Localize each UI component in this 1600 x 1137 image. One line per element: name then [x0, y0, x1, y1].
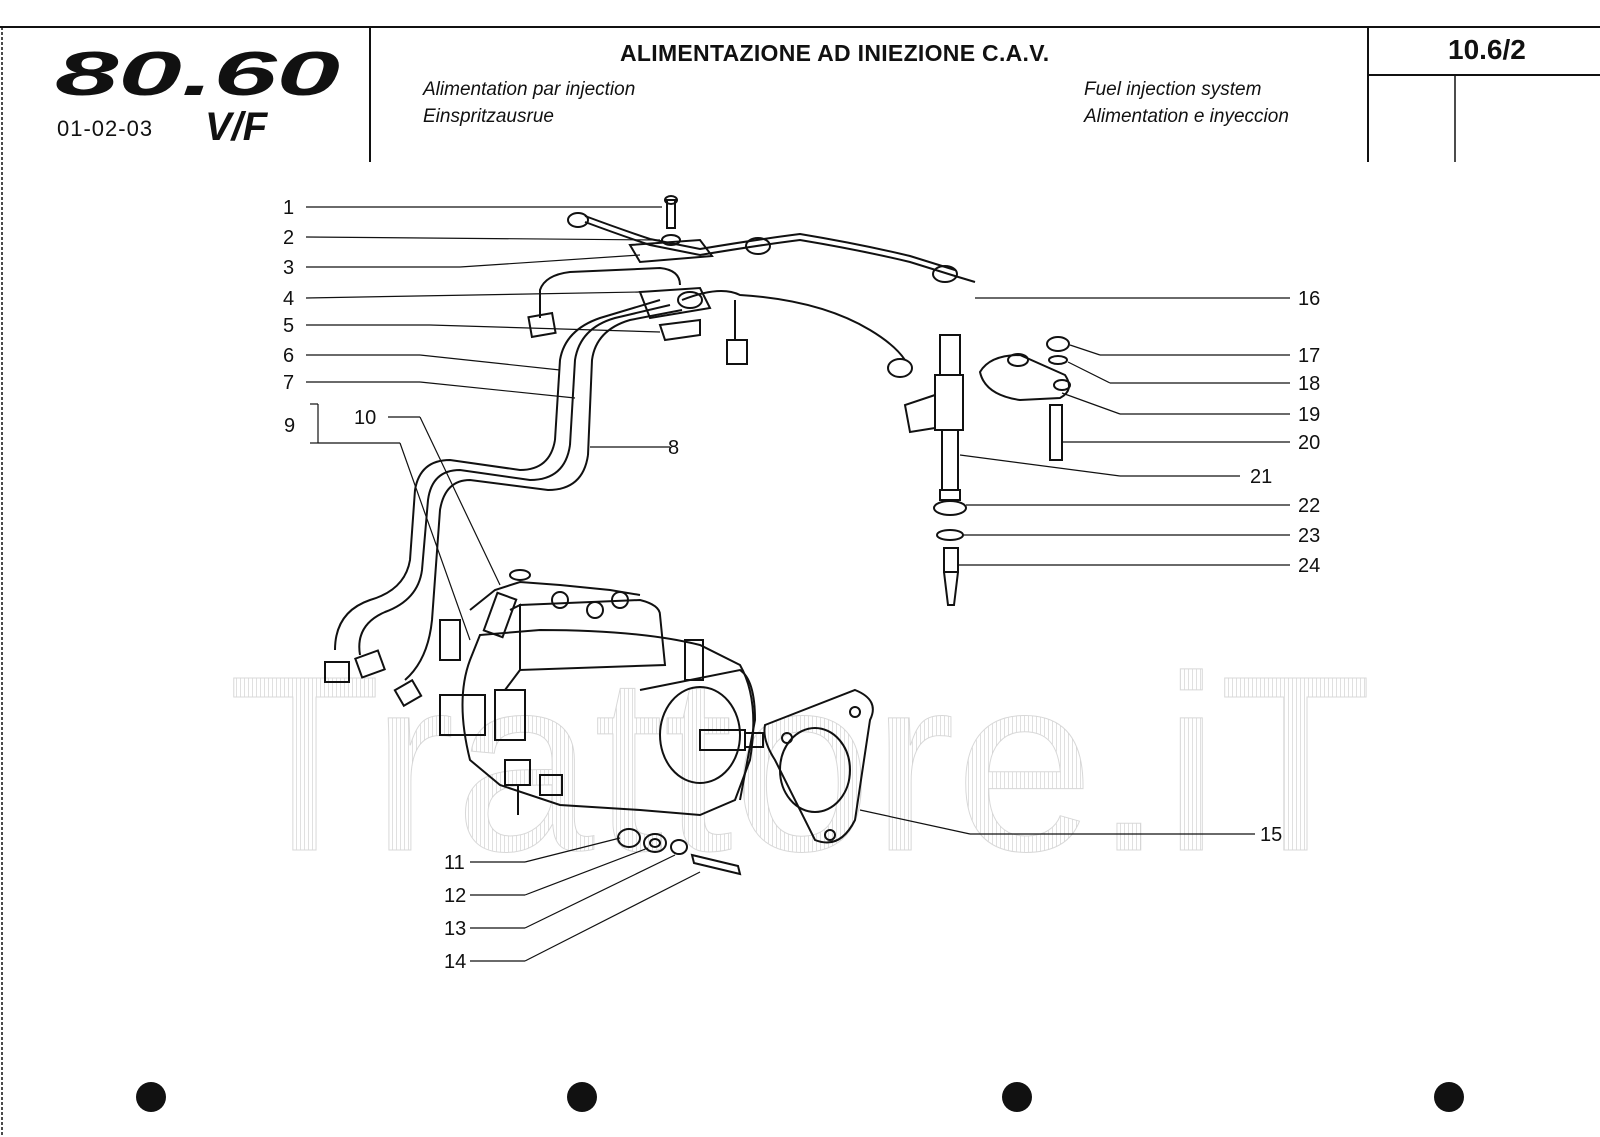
- page-title: ALIMENTAZIONE AD INIEZIONE C.A.V.: [620, 40, 1050, 66]
- callout-23: 23: [1298, 525, 1320, 547]
- binder-hole: [136, 1082, 166, 1112]
- callout-21: 21: [1250, 466, 1272, 488]
- model-numbers: 01-02-03: [57, 116, 154, 141]
- callout-22: 22: [1298, 495, 1320, 517]
- callout-7: 7: [283, 372, 294, 394]
- callout-6: 6: [283, 345, 294, 367]
- callout-11: 11: [444, 852, 465, 874]
- subtitle-fr: Alimentation par injection: [423, 79, 636, 100]
- callout-13: 13: [444, 918, 466, 940]
- subtitle-de: Einspritzausrue: [423, 106, 554, 127]
- binder-holes: [136, 1082, 1464, 1112]
- header-frame: [0, 26, 1600, 1137]
- leader-lines: [305, 206, 1290, 962]
- callouts: 1 2 3 4 5 6 7 8 9 10 11 12 13 14 15 16 1…: [283, 197, 1320, 973]
- subtitle-es: Alimentation e inyeccion: [1084, 106, 1289, 127]
- callout-4: 4: [283, 288, 294, 310]
- callout-20: 20: [1298, 432, 1320, 454]
- binder-hole: [1434, 1082, 1464, 1112]
- callout-5: 5: [283, 315, 294, 337]
- watermark: Trattore.iT: [228, 624, 1372, 903]
- callout-16: 16: [1298, 288, 1320, 310]
- logo-text: 80.60: [55, 40, 340, 109]
- callout-24: 24: [1298, 555, 1320, 577]
- subtitle-en: Fuel injection system: [1084, 79, 1262, 100]
- callout-17: 17: [1298, 345, 1320, 367]
- logo: 80.60 V/F: [55, 40, 340, 149]
- callout-10: 10: [354, 407, 376, 429]
- binder-hole: [567, 1082, 597, 1112]
- callout-9: 9: [284, 415, 295, 437]
- callout-12: 12: [444, 885, 466, 907]
- callout-2: 2: [283, 227, 294, 249]
- callout-3: 3: [283, 257, 294, 279]
- callout-15: 15: [1260, 824, 1282, 846]
- injection-pump-drawing: [324, 195, 1071, 876]
- callout-19: 19: [1298, 404, 1320, 426]
- logo-suffix: V/F: [205, 105, 269, 149]
- callout-1: 1: [283, 197, 294, 219]
- callout-8: 8: [668, 437, 679, 459]
- callout-18: 18: [1298, 373, 1320, 395]
- callout-14: 14: [444, 951, 466, 973]
- binder-hole: [1002, 1082, 1032, 1112]
- page-number: 10.6/2: [1448, 34, 1526, 65]
